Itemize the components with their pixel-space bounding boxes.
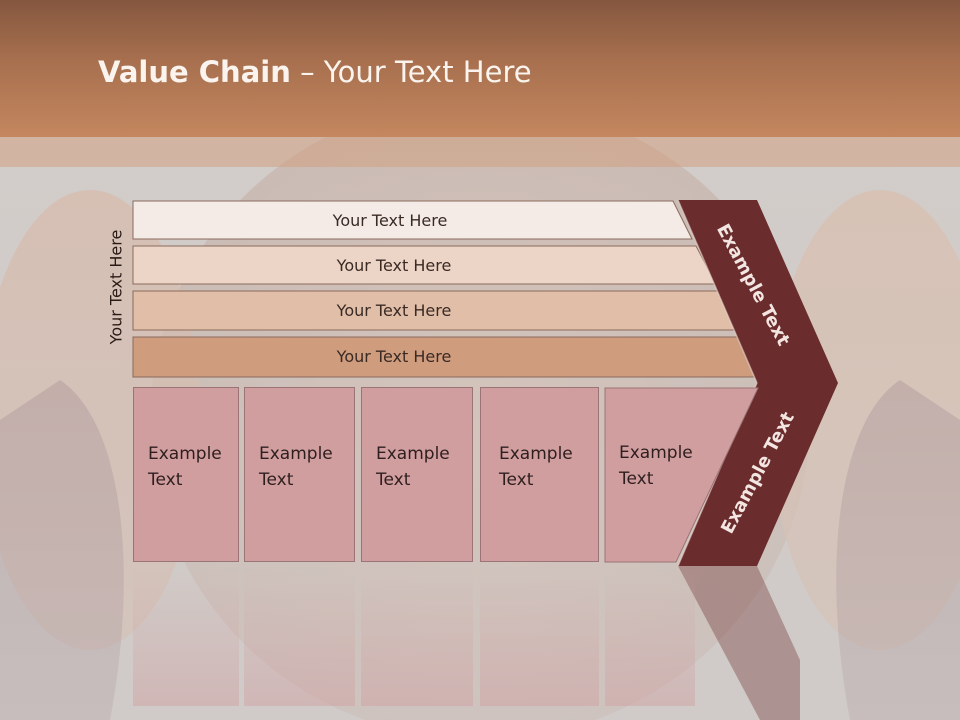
bar-4-label: Your Text Here — [336, 347, 452, 366]
title-rest: – Your Text Here — [290, 55, 532, 89]
bar-1: Your Text Here — [132, 201, 692, 240]
title-bold: Value Chain — [98, 55, 291, 89]
column-5-shape — [604, 387, 759, 563]
column-5-line1: Example — [619, 443, 693, 463]
column-3-line2: Text — [376, 470, 411, 490]
column-1-reflection — [133, 566, 239, 706]
column-2-line2: Text — [259, 470, 294, 490]
chevron-reflection — [678, 566, 800, 720]
column-5-line2: Text — [619, 469, 654, 489]
header-bar — [0, 0, 960, 137]
column-3-line1: Example — [376, 444, 450, 464]
column-1-line2: Text — [148, 470, 183, 490]
page-title: Value Chain – Your Text Here — [98, 55, 532, 89]
column-4: Example Text — [480, 387, 599, 562]
column-5: Example Text — [605, 387, 695, 562]
column-1-line1: Example — [148, 444, 222, 464]
column-1: Example Text — [133, 387, 239, 562]
bar-3-label: Your Text Here — [336, 301, 452, 320]
column-2-line1: Example — [259, 444, 333, 464]
bar-4: Your Text Here — [132, 337, 700, 376]
column-4-reflection — [480, 566, 599, 706]
column-2: Example Text — [244, 387, 355, 562]
column-3-reflection — [361, 566, 473, 706]
column-2-reflection — [244, 566, 355, 706]
bar-2-label: Your Text Here — [336, 256, 452, 275]
column-5-reflection — [605, 566, 695, 706]
bar-2: Your Text Here — [132, 246, 700, 285]
column-3: Example Text — [361, 387, 473, 562]
column-4-line1: Example — [499, 444, 573, 464]
bar-3: Your Text Here — [132, 291, 700, 330]
bar-1-label: Your Text Here — [332, 211, 448, 230]
header-band — [0, 137, 960, 167]
bar-1-shape — [132, 200, 693, 240]
column-4-line2: Text — [499, 470, 534, 490]
